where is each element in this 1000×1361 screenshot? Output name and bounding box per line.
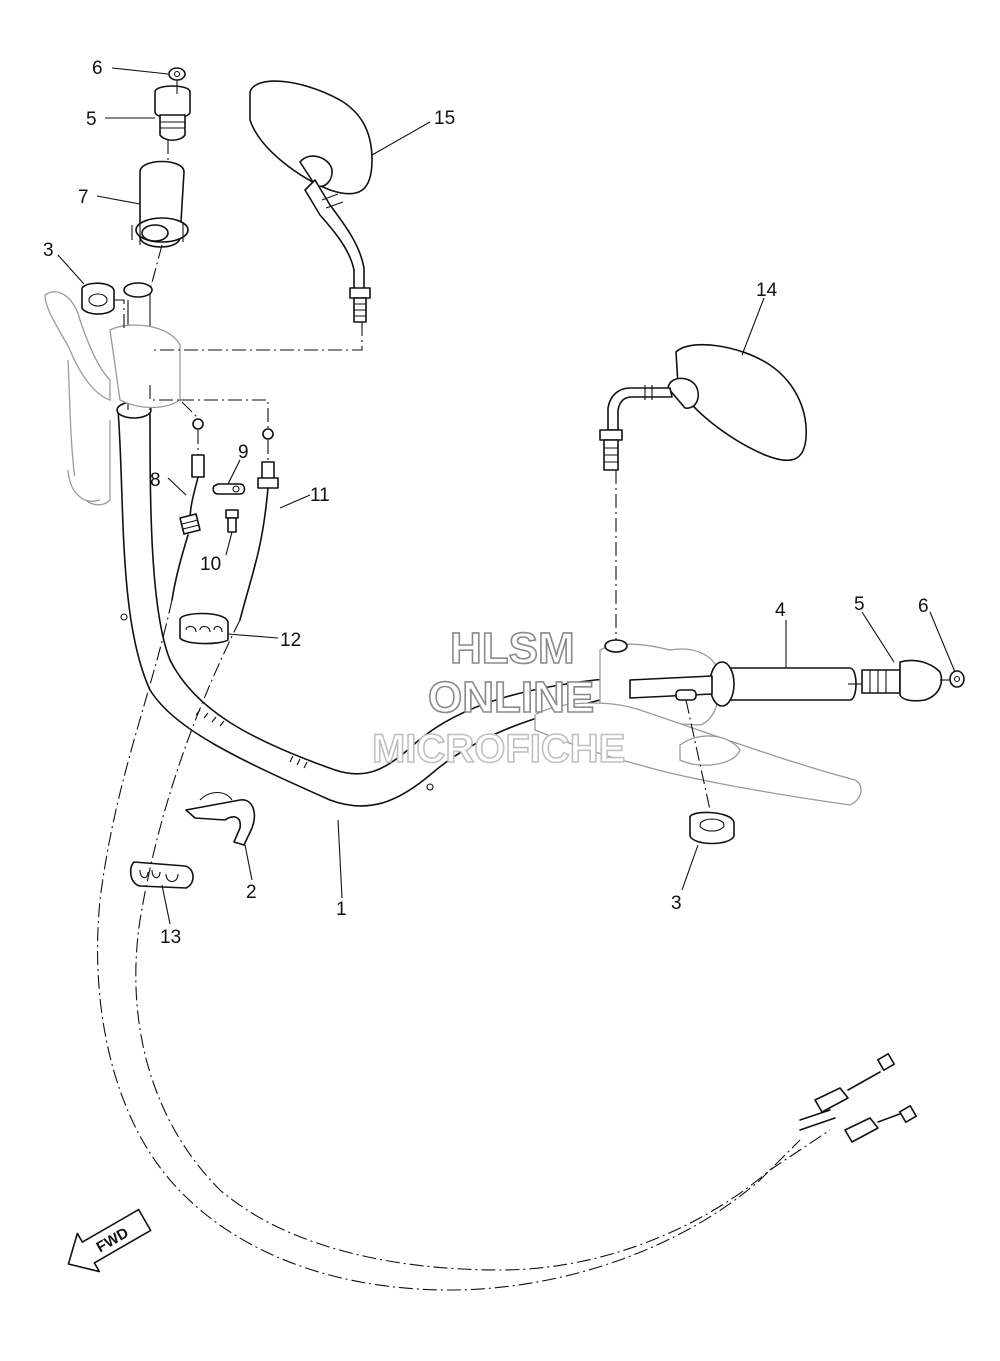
right-mirror[interactable] — [599, 343, 807, 471]
callout-10: 10 — [200, 554, 221, 575]
callout-4: 4 — [775, 600, 786, 621]
leader-lines — [57, 67, 956, 925]
callout-2: 2 — [246, 882, 257, 903]
callout-14: 14 — [756, 280, 778, 301]
throttle-cable-lower[interactable] — [239, 428, 279, 621]
watermark: HLSM ONLINE MICROFICHE — [371, 623, 626, 772]
cable-holder[interactable] — [179, 612, 229, 645]
callout-5-right: 5 — [854, 594, 865, 615]
watermark-line-2: ONLINE — [428, 673, 594, 722]
callout-12: 12 — [280, 630, 301, 651]
callout-6-left: 6 — [92, 58, 103, 79]
callout-3-left: 3 — [43, 240, 54, 261]
left-bar-end-weight[interactable] — [154, 85, 191, 142]
callout-3-right: 3 — [671, 893, 682, 914]
right-lever-holder-clamp[interactable] — [689, 811, 735, 845]
callout-8: 8 — [150, 470, 161, 491]
callout-6-right: 6 — [918, 596, 929, 617]
cable-bracket[interactable] — [212, 483, 246, 495]
callout-11: 11 — [310, 485, 330, 506]
callout-1: 1 — [336, 899, 347, 920]
wire-clamp-2[interactable] — [185, 791, 256, 846]
watermark-line-1: HLSM — [450, 624, 575, 673]
callout-5-left: 5 — [86, 109, 97, 130]
left-grip[interactable] — [131, 160, 189, 248]
clutch-lever-ghost — [44, 291, 181, 506]
throttle-cable-run — [96, 599, 917, 1291]
left-lever-holder-clamp[interactable] — [81, 282, 115, 315]
handlebar[interactable] — [116, 282, 691, 807]
left-bar-end-screw[interactable] — [168, 67, 186, 81]
throttle-grip[interactable] — [629, 661, 857, 707]
wire-clamp-13[interactable] — [129, 861, 194, 889]
left-mirror[interactable] — [249, 80, 373, 323]
callout-13: 13 — [160, 927, 181, 948]
right-bar-end-weight[interactable] — [861, 659, 943, 702]
callout-15: 15 — [434, 108, 455, 129]
assembly-guide-lines — [114, 80, 950, 811]
callout-7: 7 — [78, 187, 89, 208]
handlebar-mount-point — [604, 639, 628, 653]
right-bar-end-screw[interactable] — [949, 670, 965, 688]
watermark-line-3: MICROFICHE — [372, 727, 625, 771]
forward-arrow-icon: FWD — [67, 1208, 152, 1273]
callout-9: 9 — [238, 442, 249, 463]
callout-labels: 6 5 7 3 15 14 9 8 11 10 12 4 5 6 2 1 3 1… — [43, 58, 929, 948]
bracket-screw[interactable] — [225, 509, 239, 533]
